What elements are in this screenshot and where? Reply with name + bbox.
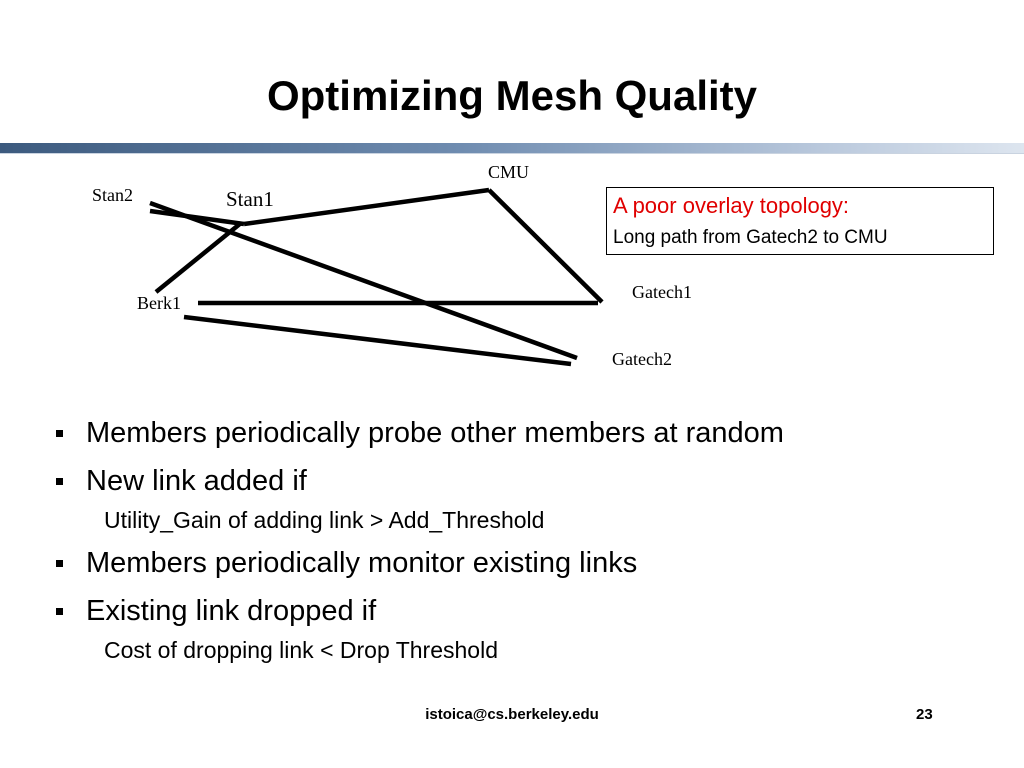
link-stan2-gatech2 [149,200,578,361]
footer-email: istoica@cs.berkeley.edu [425,706,599,723]
node-label-berk1: Berk1 [137,293,181,313]
node-label-stan2: Stan2 [92,185,133,205]
callout-body: Long path from Gatech2 to CMU [613,227,888,248]
bullet-square-icon [56,430,63,437]
bullet-item: Members periodically monitor existing li… [52,545,1002,581]
link-stan2-stan1 [149,208,245,227]
bullet-list: Members periodically probe other members… [52,415,1002,665]
topology-callout-box: A poor overlay topology: Long path from … [606,187,994,255]
page-number: 23 [916,706,933,723]
bullet-square-icon [56,560,63,567]
node-label-cmu: CMU [488,162,529,182]
sub-bullet-text: Utility_Gain of adding link > Add_Thresh… [104,507,545,533]
title-divider-bar [0,143,1024,153]
callout-title: A poor overlay topology: [613,193,850,218]
slide-title: Optimizing Mesh Quality [266,72,758,119]
bullet-item: Existing link dropped if [52,593,1002,629]
bullet-square-icon [56,608,63,615]
bullet-square-icon [56,478,63,485]
sub-bullet-text: Cost of dropping link < Drop Threshold [104,637,498,663]
bullet-item: Members periodically probe other members… [52,415,1002,451]
bullet-text: Existing link dropped if [86,595,377,627]
link-stan1-berk1 [154,221,243,294]
node-label-gatech1: Gatech1 [632,282,692,302]
link-berk1-gatech2 [183,314,572,367]
bullet-item: New link added if [52,463,1002,499]
bullet-text: New link added if [86,465,307,497]
link-stan1-cmu [243,187,490,227]
title-divider-line [0,153,1024,154]
node-label-stan1: Stan1 [226,187,274,211]
node-label-gatech2: Gatech2 [612,349,672,369]
link-cmu-gatech1 [487,188,604,304]
bullet-text: Members periodically monitor existing li… [86,547,638,579]
bullet-text: Members periodically probe other members… [86,417,784,449]
